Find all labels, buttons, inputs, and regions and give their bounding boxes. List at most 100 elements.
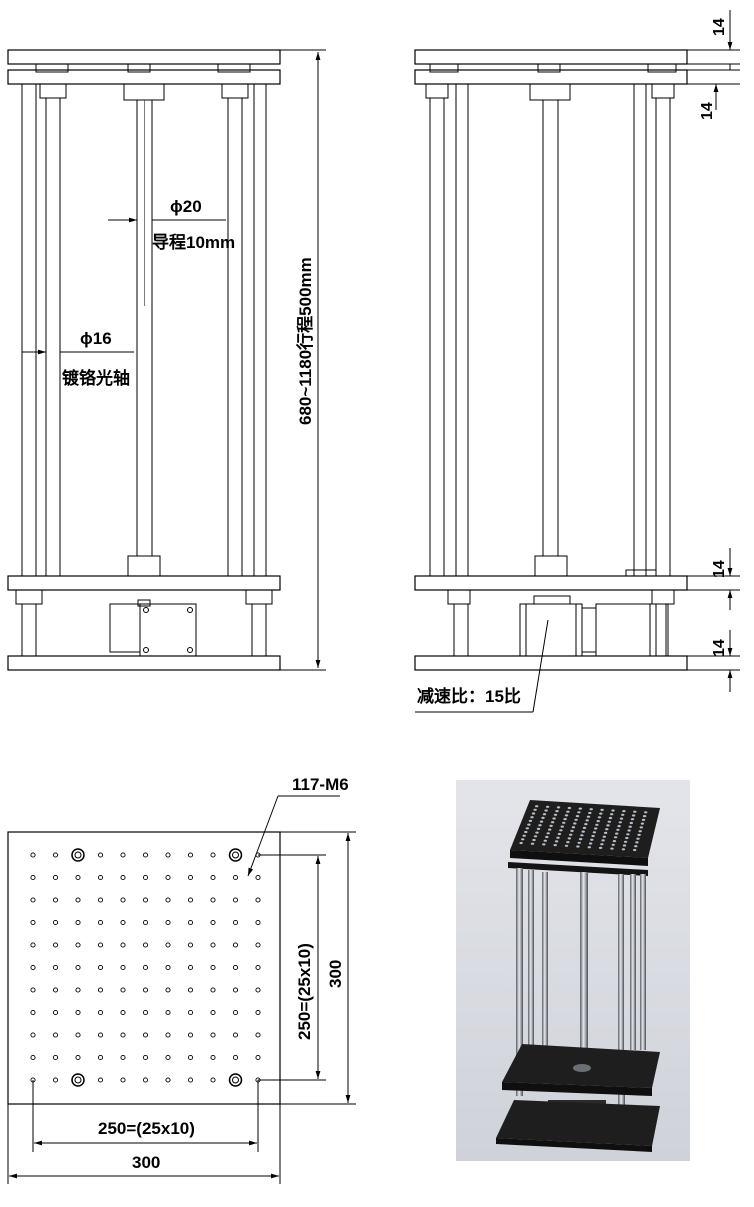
- render-hole: [528, 819, 533, 823]
- render-hole: [554, 840, 559, 843]
- m6-hole: [30, 1032, 36, 1038]
- render-hole: [525, 827, 529, 830]
- m6-hole: [52, 964, 59, 971]
- m6-hole: [97, 919, 104, 926]
- render-hole: [535, 831, 539, 834]
- render-hole: [635, 841, 639, 844]
- render-hole: [585, 819, 589, 822]
- counterbore-hole: [228, 848, 243, 862]
- render-hole: [578, 838, 583, 841]
- m6-hole: [97, 852, 104, 858]
- m6-hole: [210, 874, 216, 881]
- m6-hole: [75, 897, 81, 903]
- m6-hole: [52, 1077, 59, 1083]
- render-hole: [618, 821, 622, 824]
- m6-hole: [142, 874, 149, 881]
- render-hole: [550, 821, 555, 824]
- hole-grid: [30, 848, 261, 1087]
- m6-hole: [142, 919, 149, 926]
- front-view: 680~1180行程500mm ϕ20 导程10mm ϕ16 镀铬光轴: [7, 49, 326, 671]
- render-hole: [544, 809, 548, 812]
- m6-hole: [120, 919, 126, 926]
- render-hole: [605, 828, 609, 831]
- m6-hole: [187, 897, 194, 903]
- plate-height-label: 300: [326, 960, 345, 988]
- m6-hole: [142, 1077, 149, 1083]
- render-hole: [575, 815, 580, 818]
- render-hole: [556, 836, 560, 839]
- m6-hole: [30, 874, 36, 881]
- render-hole: [563, 818, 567, 821]
- m6-hole: [142, 942, 149, 948]
- front-base-plate: [7, 655, 281, 671]
- m6-hole: [30, 1054, 36, 1061]
- m6-hole: [30, 942, 36, 948]
- render-hole: [634, 845, 638, 848]
- m6-hole: [75, 964, 81, 971]
- reduction-ratio-label: 减速比：15比: [417, 686, 521, 706]
- m6-hole: [97, 987, 104, 993]
- m6-hole: [232, 987, 239, 993]
- m6-hole: [255, 964, 261, 971]
- hole-span-y-label: 250=(25x10): [295, 943, 314, 1040]
- render-hole: [637, 833, 641, 837]
- render-hole: [628, 825, 632, 828]
- m6-hole: [120, 852, 126, 858]
- m6-hole: [97, 874, 104, 881]
- m6-hole: [232, 942, 239, 948]
- m6-hole: [210, 942, 216, 948]
- lower-plate-thickness: 14: [711, 560, 728, 578]
- render-hole: [633, 810, 637, 813]
- render-hole: [598, 846, 603, 850]
- render-hole: [608, 816, 613, 820]
- m6-hole: [187, 1077, 194, 1083]
- render-hole: [622, 810, 626, 813]
- m6-hole: [52, 852, 59, 858]
- render-hole: [539, 820, 544, 823]
- render-hole: [541, 816, 545, 820]
- side-top-plate: [414, 49, 688, 65]
- render-hole: [625, 836, 629, 840]
- m6-hole: [210, 1009, 216, 1016]
- m6-hole: [142, 852, 149, 858]
- render-hole: [627, 829, 631, 832]
- counterbore-hole: [71, 1073, 85, 1087]
- hole-span-x-label: 250=(25x10): [98, 1119, 195, 1138]
- m6-hole: [30, 919, 36, 926]
- overall-height-label: 680~1180行程500mm: [295, 257, 315, 425]
- m6-hole: [165, 1009, 171, 1016]
- m6-hole: [187, 942, 194, 948]
- render-hole: [582, 826, 587, 830]
- render-hole: [584, 823, 588, 826]
- render-hole: [553, 844, 557, 847]
- render-hole: [638, 830, 642, 833]
- m6-hole: [255, 1054, 261, 1061]
- m6-hole: [210, 1077, 216, 1083]
- render-hole: [521, 838, 525, 841]
- render-hole: [542, 843, 546, 846]
- render-hole: [569, 833, 573, 836]
- render-hole: [601, 839, 605, 842]
- m6-hole: [165, 919, 171, 926]
- render-hole: [616, 828, 620, 831]
- m6-hole: [120, 964, 126, 971]
- counterbore-inner: [74, 851, 82, 859]
- render-hole: [559, 829, 563, 832]
- isometric-render: [456, 780, 690, 1161]
- render-hole: [633, 848, 637, 852]
- render-hole: [603, 831, 608, 835]
- m6-hole: [165, 1054, 171, 1061]
- render-hole: [622, 844, 627, 847]
- m6-hole: [255, 874, 261, 881]
- render-hole: [567, 806, 572, 810]
- counterbore-hole: [71, 848, 85, 862]
- m6-hole: [210, 852, 216, 858]
- shaft-diameter-label: ϕ16: [80, 329, 112, 348]
- render-hole: [576, 845, 580, 848]
- render-hole: [522, 834, 526, 837]
- m6-hole: [210, 1032, 216, 1038]
- render-hole: [560, 825, 564, 828]
- m6-hole: [232, 874, 239, 881]
- render-hole: [548, 828, 552, 831]
- m6-hole: [97, 942, 104, 948]
